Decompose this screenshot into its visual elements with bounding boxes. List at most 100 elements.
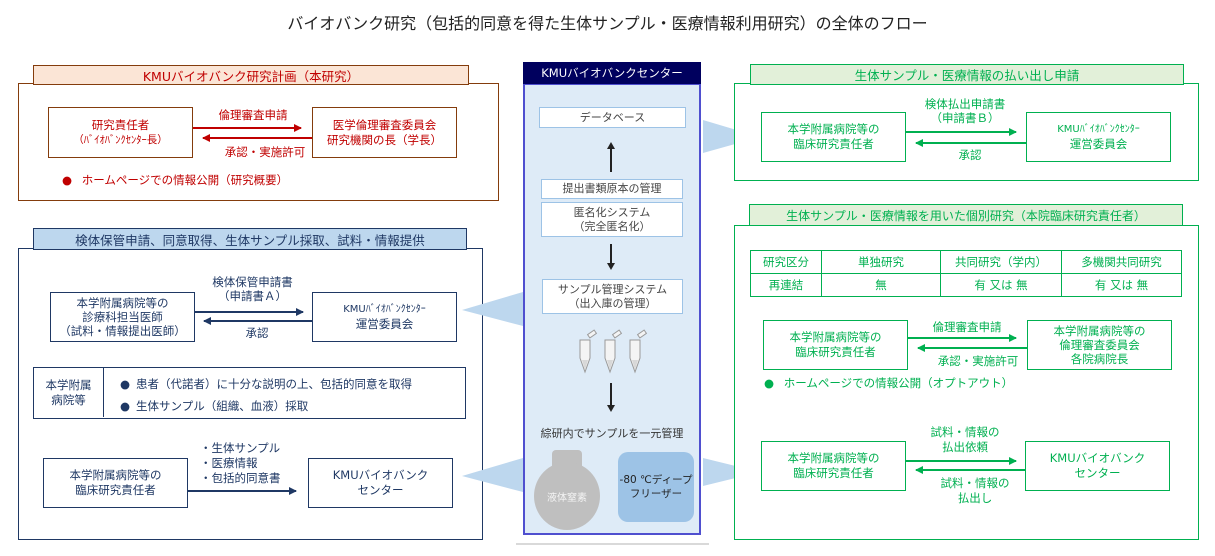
ethics-committee-line2: 倫理審査委員会	[1059, 338, 1140, 352]
storage-doctor-line1: 本学附属病院等の	[76, 296, 169, 310]
release-arrow-left	[915, 139, 1026, 147]
ethics-researcher-line2: 臨床研究責任者	[795, 345, 876, 359]
release-researcher-line1: 本学附属病院等の	[787, 122, 880, 136]
plan-ethics-line2: 研究機関の長（学長）	[327, 132, 442, 147]
ethics-arrow-left-label: 承認・実施許可	[937, 354, 1019, 368]
hospital-item-text: 生体サンプル（組織、血液）採取	[136, 399, 309, 413]
storage-panel-header: 検体保管申請、同意取得、生体サンプル採取、試料・情報提供	[33, 228, 467, 250]
individual-note: ホームページでの情報公開（オプトアウト）	[764, 375, 1013, 391]
individual-release-request-line1: 試料・情報の	[930, 425, 1000, 439]
plan-note: ホームページでの情報公開（研究概要）	[62, 172, 288, 188]
plan-note-text: ホームページでの情報公開（研究概要）	[81, 173, 289, 187]
research-category-table: 研究区分 単独研究 共同研究（学内） 多機関共同研究 再連結 無 有 又は 無 …	[750, 250, 1182, 297]
storage-biobank-box: KMUバイオバンク センター	[308, 458, 453, 508]
sample-system-line1: サンプル管理システム	[557, 282, 668, 296]
storage-biobank-line1: KMUバイオバンク	[332, 468, 429, 482]
storage-arrow-right-label: 検体保管申請書 （申請書Ａ）	[200, 275, 305, 303]
freezer-icon: -80 ℃ディープ フリーザー	[618, 452, 694, 522]
plan-arrow-right-label: 倫理審査申請	[218, 108, 288, 122]
individual-release-request-label: 試料・情報の 払出依頼	[910, 425, 1020, 455]
storage-doctor-line2: 診療科担当医師	[82, 310, 163, 324]
sample-system-line2: （出入庫の管理）	[568, 296, 657, 310]
ethics-committee-line1: 本学附属病院等の	[1053, 324, 1146, 338]
plan-ethics-box: 医学倫理審査委員会 研究機関の長（学長）	[312, 107, 457, 158]
tubes-down-arrow	[607, 383, 615, 412]
hospital-label: 本学附属 病院等	[34, 368, 104, 417]
storage-arrow-right	[195, 308, 304, 316]
plan-researcher-line1: 研究責任者	[91, 117, 150, 132]
sample-tubes-icon	[579, 329, 648, 374]
table-cell: 共同研究（学内）	[940, 250, 1062, 274]
tube-icon	[579, 329, 598, 374]
individual-release-arrow-right	[906, 457, 1017, 465]
release-arrow-right-label-line1: 検体払出申請書	[924, 97, 1006, 111]
release-arrow-right	[906, 128, 1017, 136]
plan-arrow-left	[202, 134, 312, 142]
database-box: データベース	[539, 107, 686, 128]
individual-release-biobank-line1: KMUバイオバンク	[1049, 451, 1146, 465]
sample-system-box: サンプル管理システム （出入庫の管理）	[542, 279, 683, 314]
individual-release-delivery-label: 試料・情報の 払出し	[920, 476, 1030, 506]
nitrogen-tank-icon: 液体窒素	[534, 462, 600, 530]
ethics-committee-box: 本学附属病院等の 倫理審査委員会 各院病院長	[1027, 320, 1172, 370]
storage-arrow-left-label: 承認	[245, 326, 269, 340]
storage-arrow-right-label-line2: （申請書Ａ）	[218, 289, 287, 303]
table-cell: 研究区分	[750, 250, 822, 274]
storage-researcher-line2: 臨床研究責任者	[75, 483, 156, 497]
individual-release-researcher-line1: 本学附属病院等の	[787, 451, 880, 465]
table-cell: 再連結	[750, 273, 822, 297]
table-cell: 無	[821, 273, 941, 297]
release-panel-header: 生体サンプル・医療情報の払い出し申請	[750, 64, 1184, 85]
plan-arrow-right	[193, 124, 302, 132]
table-row: 研究区分 単独研究 共同研究（学内） 多機関共同研究	[750, 250, 1182, 274]
storage-bottom-label: ・包括的同意書	[200, 471, 281, 485]
center-bottom-divider	[516, 543, 709, 545]
release-arrow-right-label: 検体払出申請書 （申請書Ｂ）	[910, 97, 1020, 125]
release-researcher-line2: 臨床研究責任者	[793, 137, 874, 151]
documents-box: 提出書類原本の管理	[541, 179, 683, 199]
storage-arrow-left	[203, 317, 312, 325]
storage-bottom-arrow	[188, 487, 297, 495]
release-committee-line2: 運営委員会	[1069, 137, 1128, 151]
hospital-item: 生体サンプル（組織、血液）採取	[120, 398, 308, 414]
storage-doctor-box: 本学附属病院等の 診療科担当医師 （試料・情報提出医師）	[50, 292, 195, 342]
storage-committee-line2: 運営委員会	[355, 317, 414, 331]
anonymization-down-arrow	[607, 244, 615, 270]
storage-bottom-label: ・医療情報	[200, 456, 258, 470]
individual-release-request-line2: 払出依頼	[942, 440, 988, 454]
plan-panel-header: KMUバイオバンク研究計画（本研究）	[33, 65, 469, 85]
anonymization-line1: 匿名化システム	[573, 205, 651, 219]
freezer-line1: -80 ℃ディープ	[619, 474, 693, 486]
tube-icon	[629, 329, 648, 374]
hospital-item: 患者（代諾者）に十分な説明の上、包括的同意を取得	[120, 376, 412, 392]
hospital-label-line2: 病院等	[51, 392, 86, 407]
storage-bottom-arrow-labels: ・生体サンプル ・医療情報 ・包括的同意書	[200, 441, 281, 486]
ethics-arrow-left	[917, 344, 1027, 352]
hospital-label-line1: 本学附属	[45, 377, 92, 392]
table-cell: 有 又は 無	[940, 273, 1062, 297]
anonymization-box: 匿名化システム （完全匿名化）	[541, 202, 683, 237]
individual-note-text: ホームページでの情報公開（オプトアウト）	[783, 376, 1014, 390]
release-arrow-left-label: 承認	[958, 148, 982, 162]
ethics-arrow-right	[908, 334, 1017, 342]
central-management-label: 綜研内でサンプルを一元管理	[540, 427, 684, 440]
individual-release-researcher-line2: 臨床研究責任者	[793, 466, 874, 480]
nitrogen-label: 液体窒素	[547, 492, 587, 504]
individual-release-biobank-line2: センター	[1074, 466, 1121, 480]
plan-researcher-line2: （ﾊﾞｲｵﾊﾞﾝｸｾﾝﾀｰ長）	[73, 133, 168, 146]
table-cell: 有 又は 無	[1061, 273, 1182, 297]
storage-arrow-right-label-line1: 検体保管申請書	[212, 275, 293, 289]
database-up-arrow	[607, 142, 615, 172]
ethics-researcher-line1: 本学附属病院等の	[789, 330, 882, 344]
storage-doctor-line3: （試料・情報提出医師）	[59, 324, 186, 338]
table-cell: 単独研究	[821, 250, 941, 274]
ethics-committee-line3: 各院病院長	[1070, 352, 1129, 366]
individual-release-arrow-left	[915, 466, 1026, 474]
storage-committee-line1: KMUﾊﾞｲｵﾊﾞﾝｸｾﾝﾀｰ	[343, 304, 426, 315]
individual-release-delivery-line2: 払出し	[957, 491, 993, 505]
individual-panel-header: 生体サンプル・医療情報を用いた個別研究（本院臨床研究責任者）	[749, 204, 1183, 226]
plan-ethics-line1: 医学倫理審査委員会	[332, 117, 437, 132]
tube-icon	[604, 329, 623, 374]
storage-researcher-box: 本学附属病院等の 臨床研究責任者	[43, 458, 188, 508]
release-arrow-right-label-line2: （申請書Ｂ）	[930, 111, 1000, 125]
